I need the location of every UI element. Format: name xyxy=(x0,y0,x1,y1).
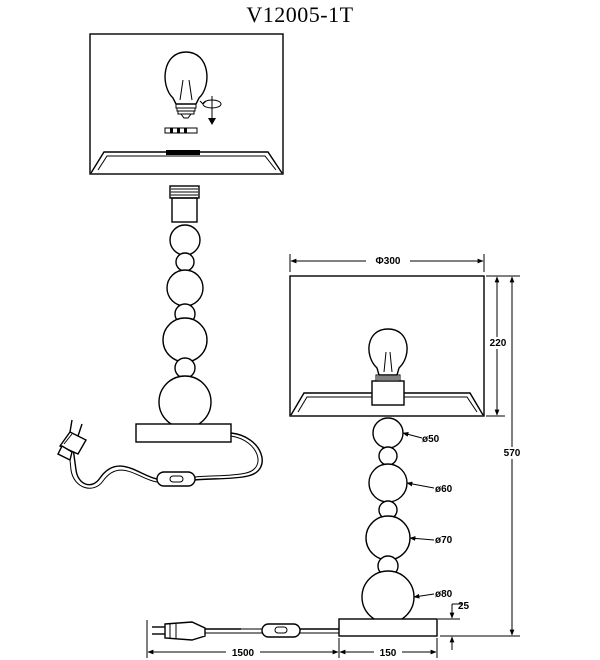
left-base xyxy=(135,423,232,443)
dim-shade-height-label: 220 xyxy=(490,338,507,349)
ball-diameter-70: ø70 xyxy=(435,535,453,546)
right-shade-box xyxy=(289,275,485,417)
right-cable xyxy=(205,628,339,634)
dim-shade-diameter: Φ300 xyxy=(289,254,485,272)
dim-ball-leaders: ø50 ø60 ø70 ø80 xyxy=(402,432,453,600)
right-view: Φ300 220 570 25 xyxy=(146,254,524,659)
dim-base-height: 25 xyxy=(438,601,470,650)
right-base xyxy=(338,618,438,637)
socket-ring xyxy=(164,127,198,134)
left-cable xyxy=(68,432,263,489)
right-bulb-icon xyxy=(368,328,408,382)
dim-shade-height: 220 xyxy=(486,275,520,417)
dim-cable-length-label: 1500 xyxy=(232,648,255,659)
right-socket xyxy=(371,380,405,406)
left-view xyxy=(57,33,284,489)
right-balls xyxy=(361,417,415,624)
dim-base-width-label: 150 xyxy=(380,648,397,659)
right-switch-icon xyxy=(261,623,301,638)
left-shade-box xyxy=(89,33,284,175)
left-balls xyxy=(158,224,212,429)
ball-diameter-80: ø80 xyxy=(435,589,453,600)
dim-shade-diameter-label: Φ300 xyxy=(376,256,401,267)
dim-total-height-label: 570 xyxy=(504,448,521,459)
left-shade-rim xyxy=(90,150,283,174)
dim-bottom: 1500 150 xyxy=(146,620,438,659)
model-title: V12005-1T xyxy=(246,2,354,27)
ball-diameter-50: ø50 xyxy=(422,434,440,445)
dim-base-height-label: 25 xyxy=(458,601,470,612)
switch-icon xyxy=(156,471,196,487)
plug-icon xyxy=(57,419,87,462)
rotate-arrow-icon xyxy=(199,96,222,125)
dim-total-height: 570 xyxy=(440,276,524,637)
left-socket xyxy=(169,185,200,223)
bulb-icon xyxy=(164,51,208,119)
right-plug-icon xyxy=(152,621,206,641)
ball-diameter-60: ø60 xyxy=(435,484,453,495)
